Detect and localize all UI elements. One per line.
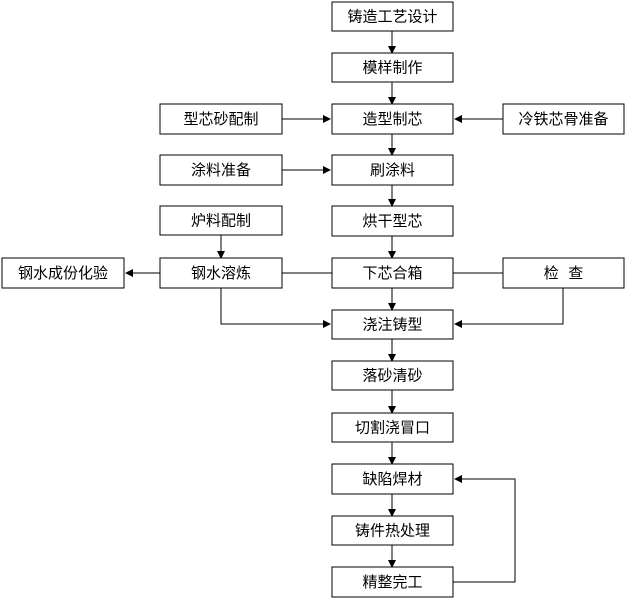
- svg-text:切割浇冒口: 切割浇冒口: [355, 419, 430, 437]
- arrow-finishing-loop-to-welding: [453, 475, 516, 583]
- connectors: [125, 31, 564, 583]
- node-core-setting: 下芯合箱: [331, 257, 454, 289]
- node-steel-analysis: 钢水成份化验: [1, 257, 125, 289]
- node-molding-coring: 造型制芯: [331, 103, 454, 135]
- node-furnace-charge: 炉料配制: [159, 205, 283, 236]
- svg-text:模样制作: 模样制作: [362, 59, 422, 77]
- svg-text:落砂清砂: 落砂清砂: [362, 367, 422, 385]
- svg-text:精整完工: 精整完工: [362, 573, 422, 591]
- node-shakeout: 落砂清砂: [331, 360, 454, 391]
- node-defect-welding: 缺陷焊材: [331, 463, 454, 495]
- node-riser-cutting: 切割浇冒口: [331, 412, 454, 443]
- svg-text:造型制芯: 造型制芯: [362, 110, 422, 128]
- svg-text:钢水溶炼: 钢水溶炼: [191, 264, 251, 282]
- node-pattern-making: 模样制作: [331, 52, 454, 83]
- node-chill-core-iron: 冷铁芯骨准备: [502, 103, 625, 135]
- svg-text:涂料准备: 涂料准备: [191, 161, 251, 179]
- node-inspection: 检 查: [502, 257, 625, 289]
- node-coating-prep: 涂料准备: [159, 154, 283, 186]
- svg-text:刷涂料: 刷涂料: [370, 161, 415, 179]
- node-steel-melting: 钢水溶炼: [159, 257, 283, 289]
- node-core-sand: 型芯砂配制: [159, 103, 283, 135]
- node-pouring: 浇注铸型: [331, 309, 454, 340]
- svg-text:缺陷焊材: 缺陷焊材: [362, 470, 422, 488]
- arrow-melting-to-pouring: [220, 288, 331, 328]
- node-casting-design: 铸造工艺设计: [331, 1, 454, 32]
- node-brush-coating: 刷涂料: [331, 154, 454, 186]
- svg-text:下芯合箱: 下芯合箱: [362, 264, 422, 282]
- svg-text:烘干型芯: 烘干型芯: [362, 212, 422, 230]
- svg-text:浇注铸型: 浇注铸型: [362, 316, 422, 334]
- svg-text:检 查: 检 查: [544, 264, 584, 282]
- svg-text:冷铁芯骨准备: 冷铁芯骨准备: [518, 110, 608, 128]
- svg-text:型芯砂配制: 型芯砂配制: [183, 110, 258, 128]
- node-dry-mold: 烘干型芯: [331, 205, 454, 237]
- svg-text:炉料配制: 炉料配制: [191, 212, 251, 230]
- arrow-inspection-to-pouring: [454, 288, 564, 328]
- node-heat-treatment: 铸件热处理: [331, 515, 454, 546]
- svg-text:铸造工艺设计: 铸造工艺设计: [347, 8, 437, 26]
- node-finishing: 精整完工: [331, 566, 454, 598]
- svg-text:铸件热处理: 铸件热处理: [355, 522, 430, 540]
- svg-text:钢水成份化验: 钢水成份化验: [18, 264, 108, 282]
